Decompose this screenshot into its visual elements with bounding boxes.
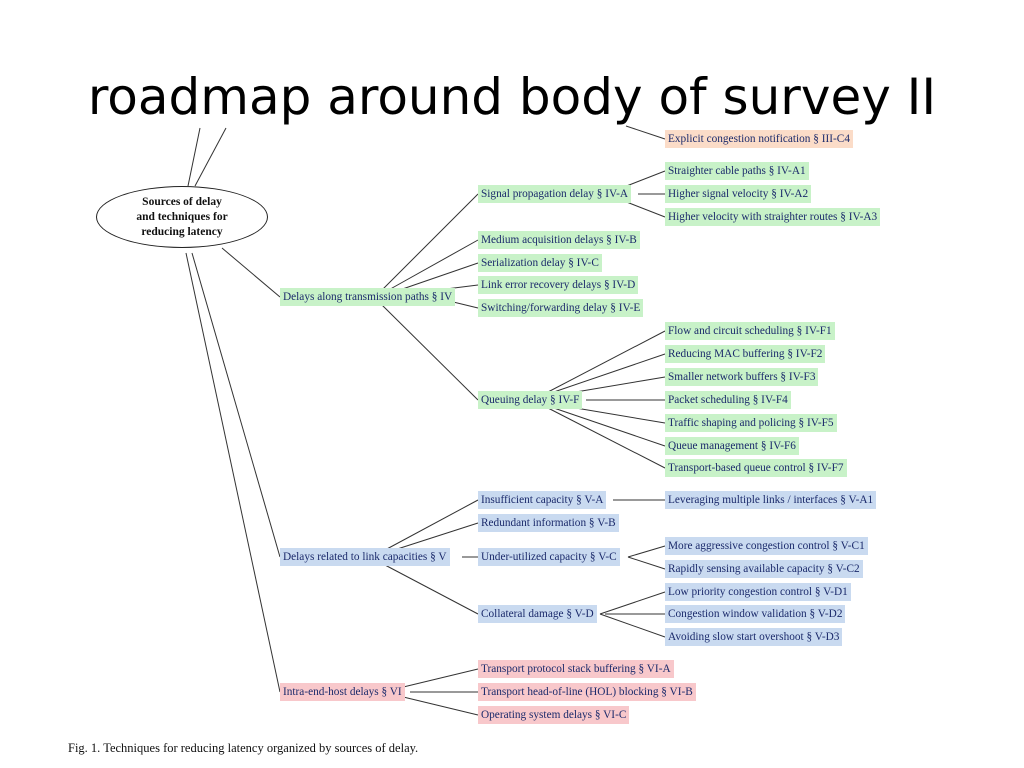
figure-caption: Fig. 1. Techniques for reducing latency …: [68, 741, 419, 755]
node-higher-signal-velocity: Higher signal velocity § IV-A2: [665, 185, 812, 203]
node-rapidly-sensing-capacity: Rapidly sensing available capacity § V-C…: [665, 560, 863, 578]
node-operating-system-delays: Operating system delays § VI-C: [478, 706, 630, 724]
node-signal-propagation-delay: Signal propagation delay § IV-A: [478, 185, 632, 203]
node-delays-link-capacities: Delays related to link capacities § V: [280, 548, 450, 566]
node-delays-transmission-paths: Delays along transmission paths § IV: [280, 288, 456, 306]
node-straighter-cable-paths: Straighter cable paths § IV-A1: [665, 162, 809, 180]
node-collateral-damage: Collateral damage § V-D: [478, 605, 597, 623]
node-queuing-delay: Queuing delay § IV-F: [478, 391, 583, 409]
slide-title: roadmap around body of survey II: [87, 68, 937, 126]
node-leveraging-multiple-links: Leveraging multiple links / interfaces §…: [665, 491, 877, 509]
node-hol-blocking: Transport head-of-line (HOL) blocking § …: [478, 683, 696, 701]
node-switching-forwarding-delay: Switching/forwarding delay § IV-E: [478, 299, 644, 317]
root-node-label: Sources of delay and techniques for redu…: [136, 195, 228, 238]
node-transport-stack-buffering: Transport protocol stack buffering § VI-…: [478, 660, 674, 678]
node-reducing-mac-buffering: Reducing MAC buffering § IV-F2: [665, 345, 826, 363]
node-under-utilized-capacity: Under-utilized capacity § V-C: [478, 548, 620, 566]
node-traffic-shaping-policing: Traffic shaping and policing § IV-F5: [665, 414, 837, 432]
node-congestion-window-validation: Congestion window validation § V-D2: [665, 605, 846, 623]
node-intra-end-host-delays: Intra-end-host delays § VI: [280, 683, 405, 701]
node-redundant-information: Redundant information § V-B: [478, 514, 619, 532]
node-avoiding-slow-start: Avoiding slow start overshoot § V-D3: [665, 628, 843, 646]
node-flow-circuit-scheduling: Flow and circuit scheduling § IV-F1: [665, 322, 835, 340]
node-queue-management: Queue management § IV-F6: [665, 437, 799, 455]
node-insufficient-capacity: Insufficient capacity § V-A: [478, 491, 607, 509]
node-low-priority-congestion: Low priority congestion control § V-D1: [665, 583, 851, 601]
node-medium-acquisition-delays: Medium acquisition delays § IV-B: [478, 231, 640, 249]
node-serialization-delay: Serialization delay § IV-C: [478, 254, 602, 272]
node-aggressive-congestion-control: More aggressive congestion control § V-C…: [665, 537, 868, 555]
root-node-sources-of-delay: Sources of delay and techniques for redu…: [96, 186, 268, 248]
node-link-error-recovery: Link error recovery delays § IV-D: [478, 276, 639, 294]
node-explicit-congestion-notification: Explicit congestion notification § III-C…: [665, 130, 853, 148]
node-higher-velocity-straighter-routes: Higher velocity with straighter routes §…: [665, 208, 881, 226]
node-packet-scheduling: Packet scheduling § IV-F4: [665, 391, 791, 409]
node-transport-queue-control: Transport-based queue control § IV-F7: [665, 459, 847, 477]
node-smaller-network-buffers: Smaller network buffers § IV-F3: [665, 368, 819, 386]
